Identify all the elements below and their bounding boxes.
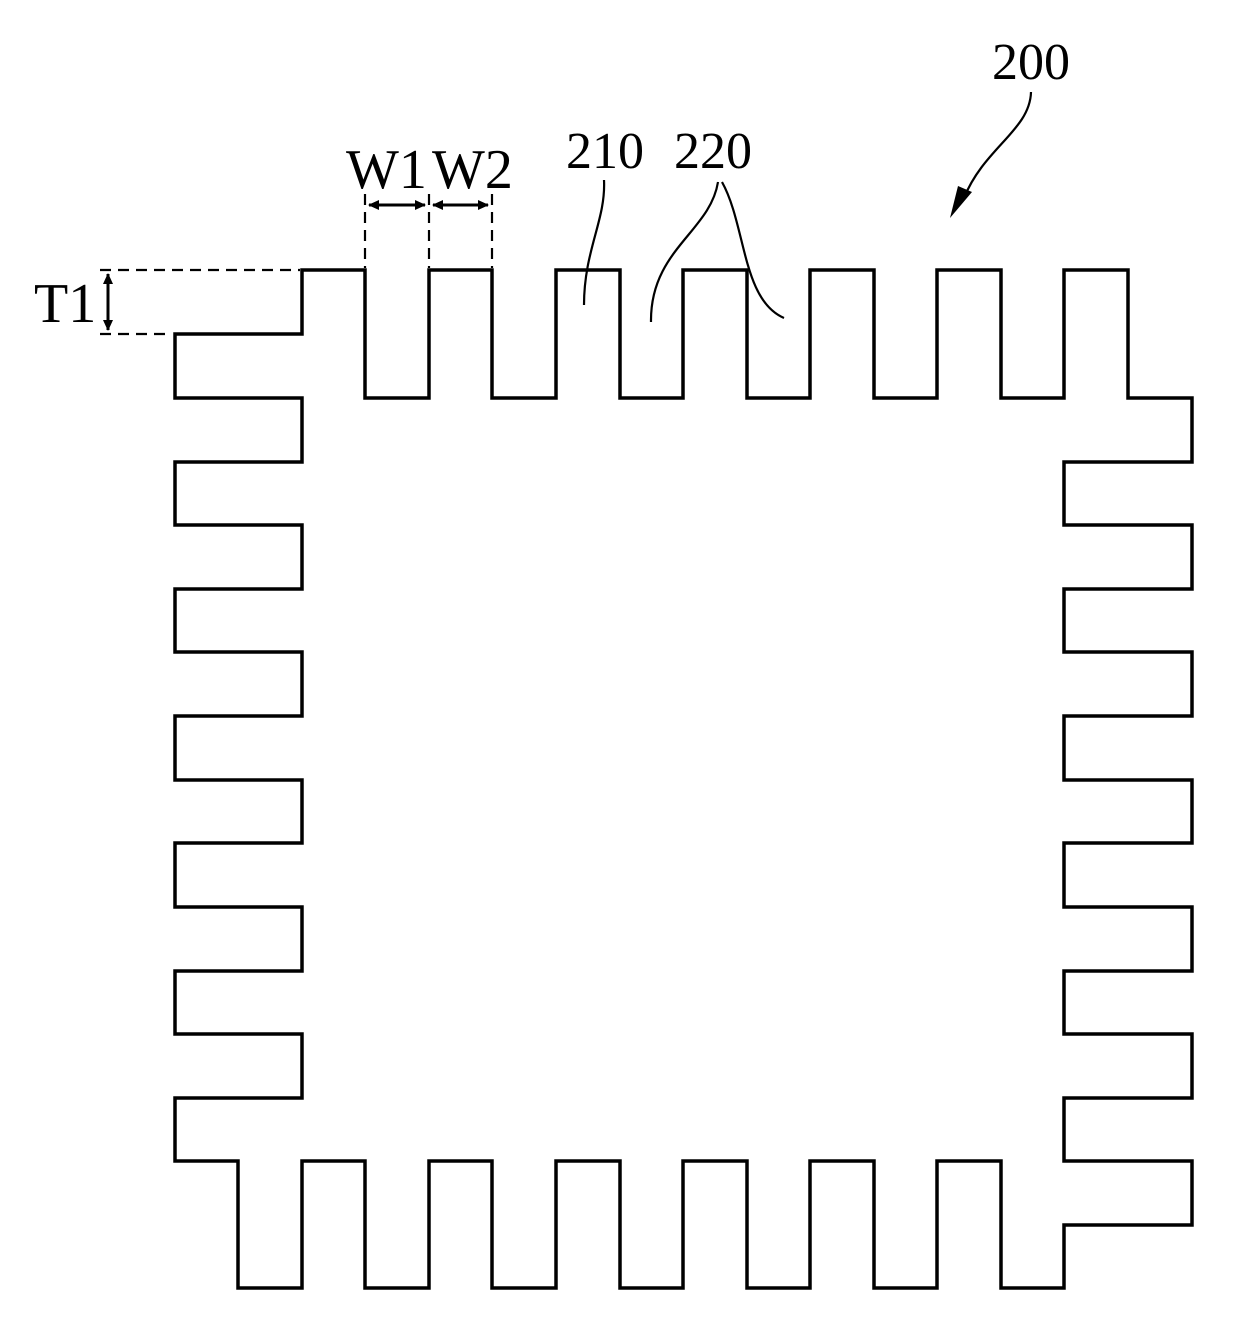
recess-ref-label: 220 — [674, 123, 752, 180]
w2-label: W2 — [432, 139, 513, 201]
t1-label: T1 — [34, 273, 96, 335]
figure-ref-label: 200 — [992, 34, 1070, 91]
serrated-frame-outline — [175, 270, 1192, 1288]
figure-ref-arrowhead — [950, 186, 972, 218]
protrusion-leader-line — [584, 180, 604, 305]
w1-label: W1 — [346, 139, 427, 201]
protrusion-ref-label: 210 — [566, 123, 644, 180]
recess-leader-line-right — [722, 182, 784, 318]
figure-ref-leader-curve — [964, 92, 1031, 198]
